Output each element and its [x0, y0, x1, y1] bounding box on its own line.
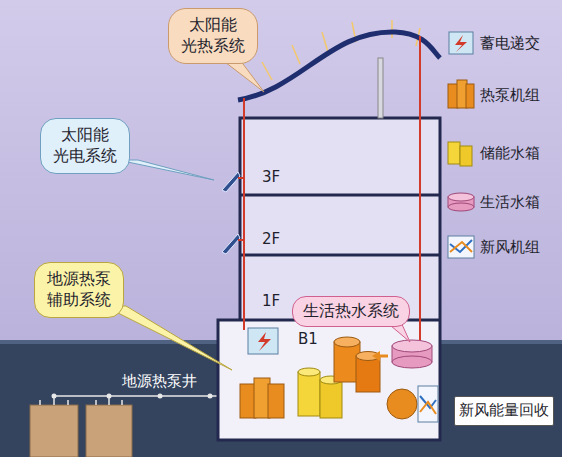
battery-box	[248, 328, 278, 354]
callout-text: 太阳能 光电系统	[53, 125, 117, 167]
callout-text: 新风能量回收	[459, 401, 549, 421]
callout-bubble: 太阳能 光电系统	[40, 118, 130, 174]
pipe-dots	[52, 394, 213, 399]
flow-arrow	[372, 351, 380, 361]
well	[30, 405, 78, 457]
floor-label: B1	[298, 330, 318, 348]
callout-bubble: 生活热水系统	[292, 296, 410, 327]
floor-label: 2F	[262, 230, 280, 248]
storage-tank-orange	[334, 337, 380, 392]
legend-icon	[448, 236, 474, 258]
pv-panel	[222, 172, 240, 254]
callout-tail	[118, 160, 214, 180]
note-box: 新风能量回收	[454, 396, 554, 426]
legend-text: 新风机组	[480, 238, 540, 257]
heat-pump	[240, 378, 284, 418]
basement	[218, 320, 440, 440]
well-label: 地源热泵井	[122, 372, 197, 391]
well	[86, 405, 132, 457]
legend-text: 生活水箱	[480, 193, 540, 212]
callout-bubble: 太阳能 光热系统	[168, 8, 258, 64]
building-interior	[240, 118, 440, 320]
legend-icon	[448, 80, 474, 108]
callout-bubble: 地源热泵 辅助系统	[34, 262, 124, 318]
floor-label: 3F	[262, 168, 280, 186]
domestic-tank	[392, 340, 432, 368]
callout-tail	[104, 306, 232, 370]
callout-text: 太阳能 光热系统	[181, 15, 245, 57]
sun-ray	[262, 20, 420, 80]
legend-text: 热泵机组	[480, 86, 540, 105]
solar-collector	[238, 32, 440, 100]
pole	[378, 58, 383, 118]
legend-text: 储能水箱	[480, 144, 540, 163]
legend-icon	[449, 32, 473, 54]
building-frame	[218, 118, 440, 440]
floor-label: 1F	[262, 292, 280, 310]
legend-icon	[448, 193, 474, 211]
callout-text: 地源热泵 辅助系统	[47, 269, 111, 311]
callout-text: 生活热水系统	[303, 301, 399, 322]
fresh-air-unit	[387, 386, 438, 422]
hot-pipe	[238, 36, 420, 345]
legend-icon	[448, 142, 472, 166]
legend-text: 蓄电递交	[480, 34, 540, 53]
